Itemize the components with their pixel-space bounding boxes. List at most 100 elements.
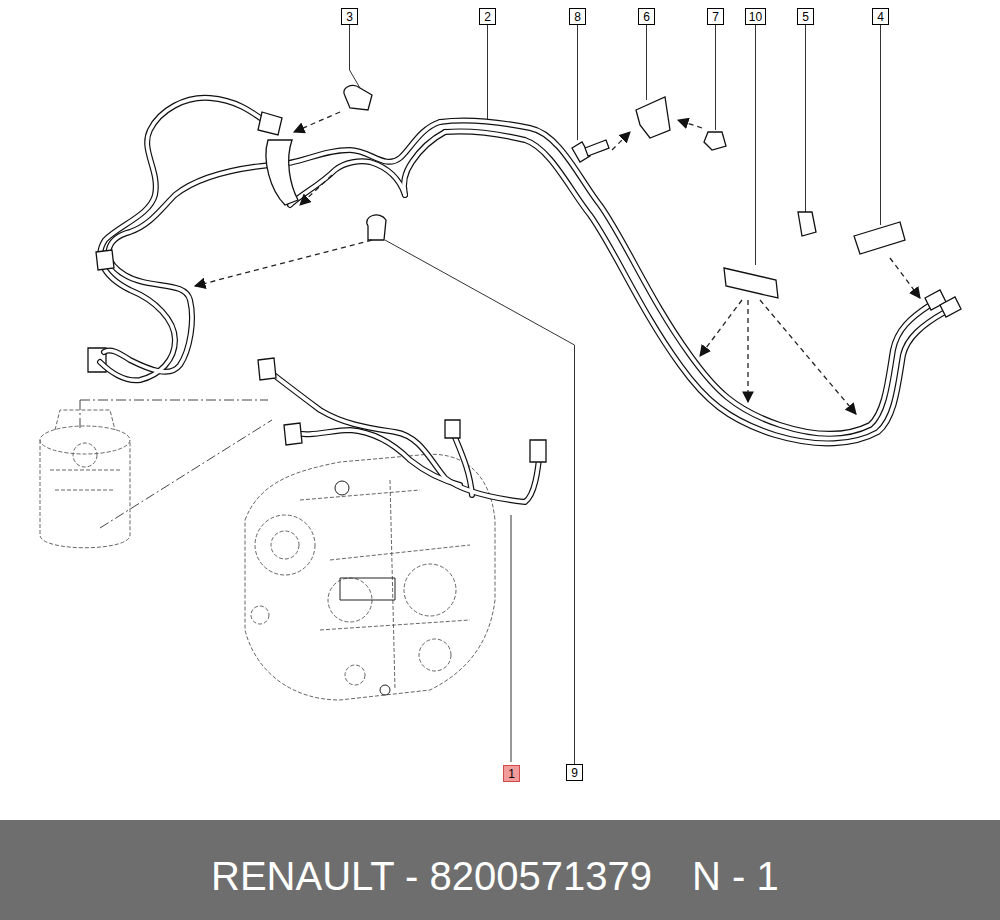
dashed-arrow [760, 300, 856, 414]
fuel-filter [73, 443, 97, 467]
fuel-pipe [100, 98, 945, 502]
dashed-arrow [747, 300, 748, 402]
pipe-fitting [96, 250, 114, 270]
fuel-pipe [290, 430, 460, 485]
dashed-arrow [294, 112, 340, 132]
leader-line [350, 25, 881, 764]
callout-box: 9 [566, 764, 583, 781]
fuel-pipe [265, 368, 540, 502]
fuel-pipe [404, 132, 445, 195]
leader-line [715, 25, 716, 130]
fuel-pipe [445, 131, 945, 443]
dashed-arrow [195, 240, 372, 286]
callout-box: 3 [341, 8, 358, 25]
dash-dot-line [80, 400, 81, 430]
leader-line [880, 25, 881, 225]
dashed-arrow [300, 175, 332, 205]
dashed-arrow [195, 112, 920, 414]
hose-clip [344, 86, 386, 240]
dash-dot-line [80, 400, 268, 401]
pipe-fitting [258, 112, 282, 135]
pipe-fitting [940, 297, 961, 317]
nut [704, 132, 726, 150]
injection-pump [419, 639, 451, 671]
pipe-fitting [96, 112, 961, 462]
pipe-clip [798, 212, 816, 236]
fuel-pipe [440, 120, 930, 433]
leader-line [487, 25, 488, 122]
pipe-clip [724, 212, 905, 298]
fuel-pipe [104, 122, 440, 372]
injection-pump [271, 531, 299, 559]
fuel-pipe [404, 132, 445, 195]
hose-clip [367, 215, 386, 240]
callout-box: 4 [872, 8, 889, 25]
injection-pump [255, 515, 315, 575]
callout-number: 10 [749, 10, 762, 24]
injection-pump [251, 606, 269, 624]
leader-line [805, 25, 806, 212]
callout-number: 3 [346, 10, 353, 24]
leader-line [350, 25, 361, 88]
callout-number: 1 [508, 767, 515, 781]
pipe-clip [724, 268, 778, 298]
part-number-text: N - 1 [692, 853, 779, 899]
callout-number: 4 [877, 10, 884, 24]
injection-pump [245, 454, 495, 700]
leader-line [646, 25, 647, 100]
callout-number: 8 [574, 10, 581, 24]
fuel-filter [40, 440, 130, 548]
fuel-filter [50, 470, 120, 490]
fuel-pipe [290, 430, 460, 485]
part-number-text: RENAULT - 8200571379 [211, 853, 652, 899]
injection-pump [345, 665, 365, 685]
leader-line [511, 515, 512, 762]
bracket [636, 97, 670, 138]
injection-pump [340, 578, 395, 600]
callout-box: 10 [745, 8, 766, 25]
fuel-pipe [100, 98, 270, 380]
callout-box: 7 [707, 8, 724, 25]
pipe-fitting [258, 358, 276, 380]
injection-pump [335, 481, 349, 495]
pipe-fitting [266, 140, 298, 205]
fuel-pipe [104, 122, 440, 372]
callout-number: 5 [802, 10, 809, 24]
fuel-filter [55, 410, 115, 430]
dash-dot-line [100, 420, 272, 528]
callout-box: 6 [638, 8, 655, 25]
injection-pump [380, 685, 390, 695]
pipe-fitting [445, 420, 460, 438]
fuel-filter [40, 426, 130, 454]
injection-pump [300, 480, 470, 690]
pipe-fitting [530, 440, 546, 462]
dashed-arrow [678, 120, 702, 128]
dashed-arrow [612, 132, 630, 150]
injection-pump [245, 454, 495, 700]
fuel-pipe [290, 161, 405, 205]
leader-line [755, 25, 756, 265]
nut [704, 132, 726, 150]
callout-number: 6 [643, 10, 650, 24]
fuel-pipe [265, 368, 540, 502]
dashed-arrow [890, 258, 920, 298]
injection-pump [404, 564, 456, 616]
leader-line [385, 240, 575, 764]
dashed-arrow [700, 300, 742, 356]
callout-number: 9 [571, 766, 578, 780]
bolt [572, 140, 609, 162]
callout-box: 5 [797, 8, 814, 25]
leader-line [577, 25, 578, 140]
hose-clip [344, 86, 372, 110]
callout-box: 8 [569, 8, 586, 25]
fuel-pipe [440, 120, 930, 433]
fuel-pipe [445, 131, 945, 443]
fuel-pipe [100, 98, 270, 380]
dash-dot-line [80, 400, 272, 528]
bracket [636, 97, 670, 138]
fuel-pipe [452, 430, 472, 495]
bolt [585, 140, 609, 156]
